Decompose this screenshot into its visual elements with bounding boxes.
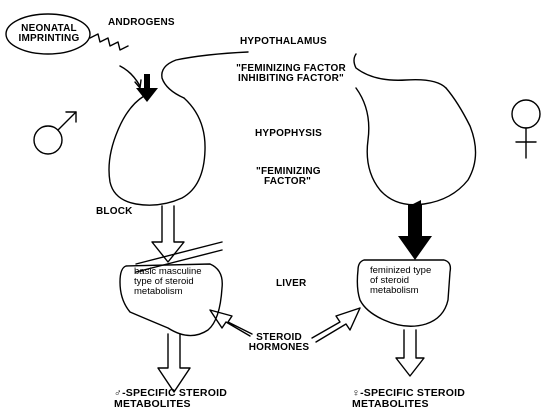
- hypophysis-label: HYPOPHYSIS: [255, 129, 322, 139]
- androgens-zigzag-arrow: [90, 34, 128, 50]
- block-label: BLOCK: [96, 207, 133, 217]
- feminized-liver-label: feminized type of steroid metabolism: [370, 266, 431, 296]
- female-symbol-icon: [512, 100, 540, 128]
- left-solid-arrow: [136, 74, 158, 102]
- left-liver-hollow-arrow: [158, 334, 190, 392]
- right-hypothalamus-stalk: [354, 54, 446, 88]
- female-metabolites-label: ♀-SPECIFIC STEROID METABOLITES: [352, 388, 465, 410]
- steroid-hormones-label: STEROID HORMONES: [244, 333, 314, 353]
- androgens-curved-arrow: [120, 66, 140, 86]
- right-solid-arrow-body: [398, 204, 432, 260]
- masculine-liver-label: basic masculine type of steroid metaboli…: [134, 267, 202, 297]
- inhibiting-factor-label: "FEMINIZING FACTOR INHIBITING FACTOR": [226, 64, 356, 84]
- hypothalamus-label: HYPOTHALAMUS: [240, 37, 327, 47]
- right-hypophysis: [356, 88, 476, 205]
- right-liver-hollow-arrow: [396, 330, 424, 376]
- left-hypophysis: [109, 96, 205, 205]
- male-metabolites-label: ♂-SPECIFIC STEROID METABOLITES: [114, 388, 227, 410]
- feminizing-factor-label: "FEMINIZING FACTOR": [256, 167, 321, 187]
- androgens-label: ANDROGENS: [108, 18, 175, 28]
- liver-label: LIVER: [276, 279, 306, 289]
- neonatal-imprinting-label: NEONATAL IMPRINTING: [14, 24, 84, 44]
- steroid-hollow-arrow-right: [312, 308, 360, 342]
